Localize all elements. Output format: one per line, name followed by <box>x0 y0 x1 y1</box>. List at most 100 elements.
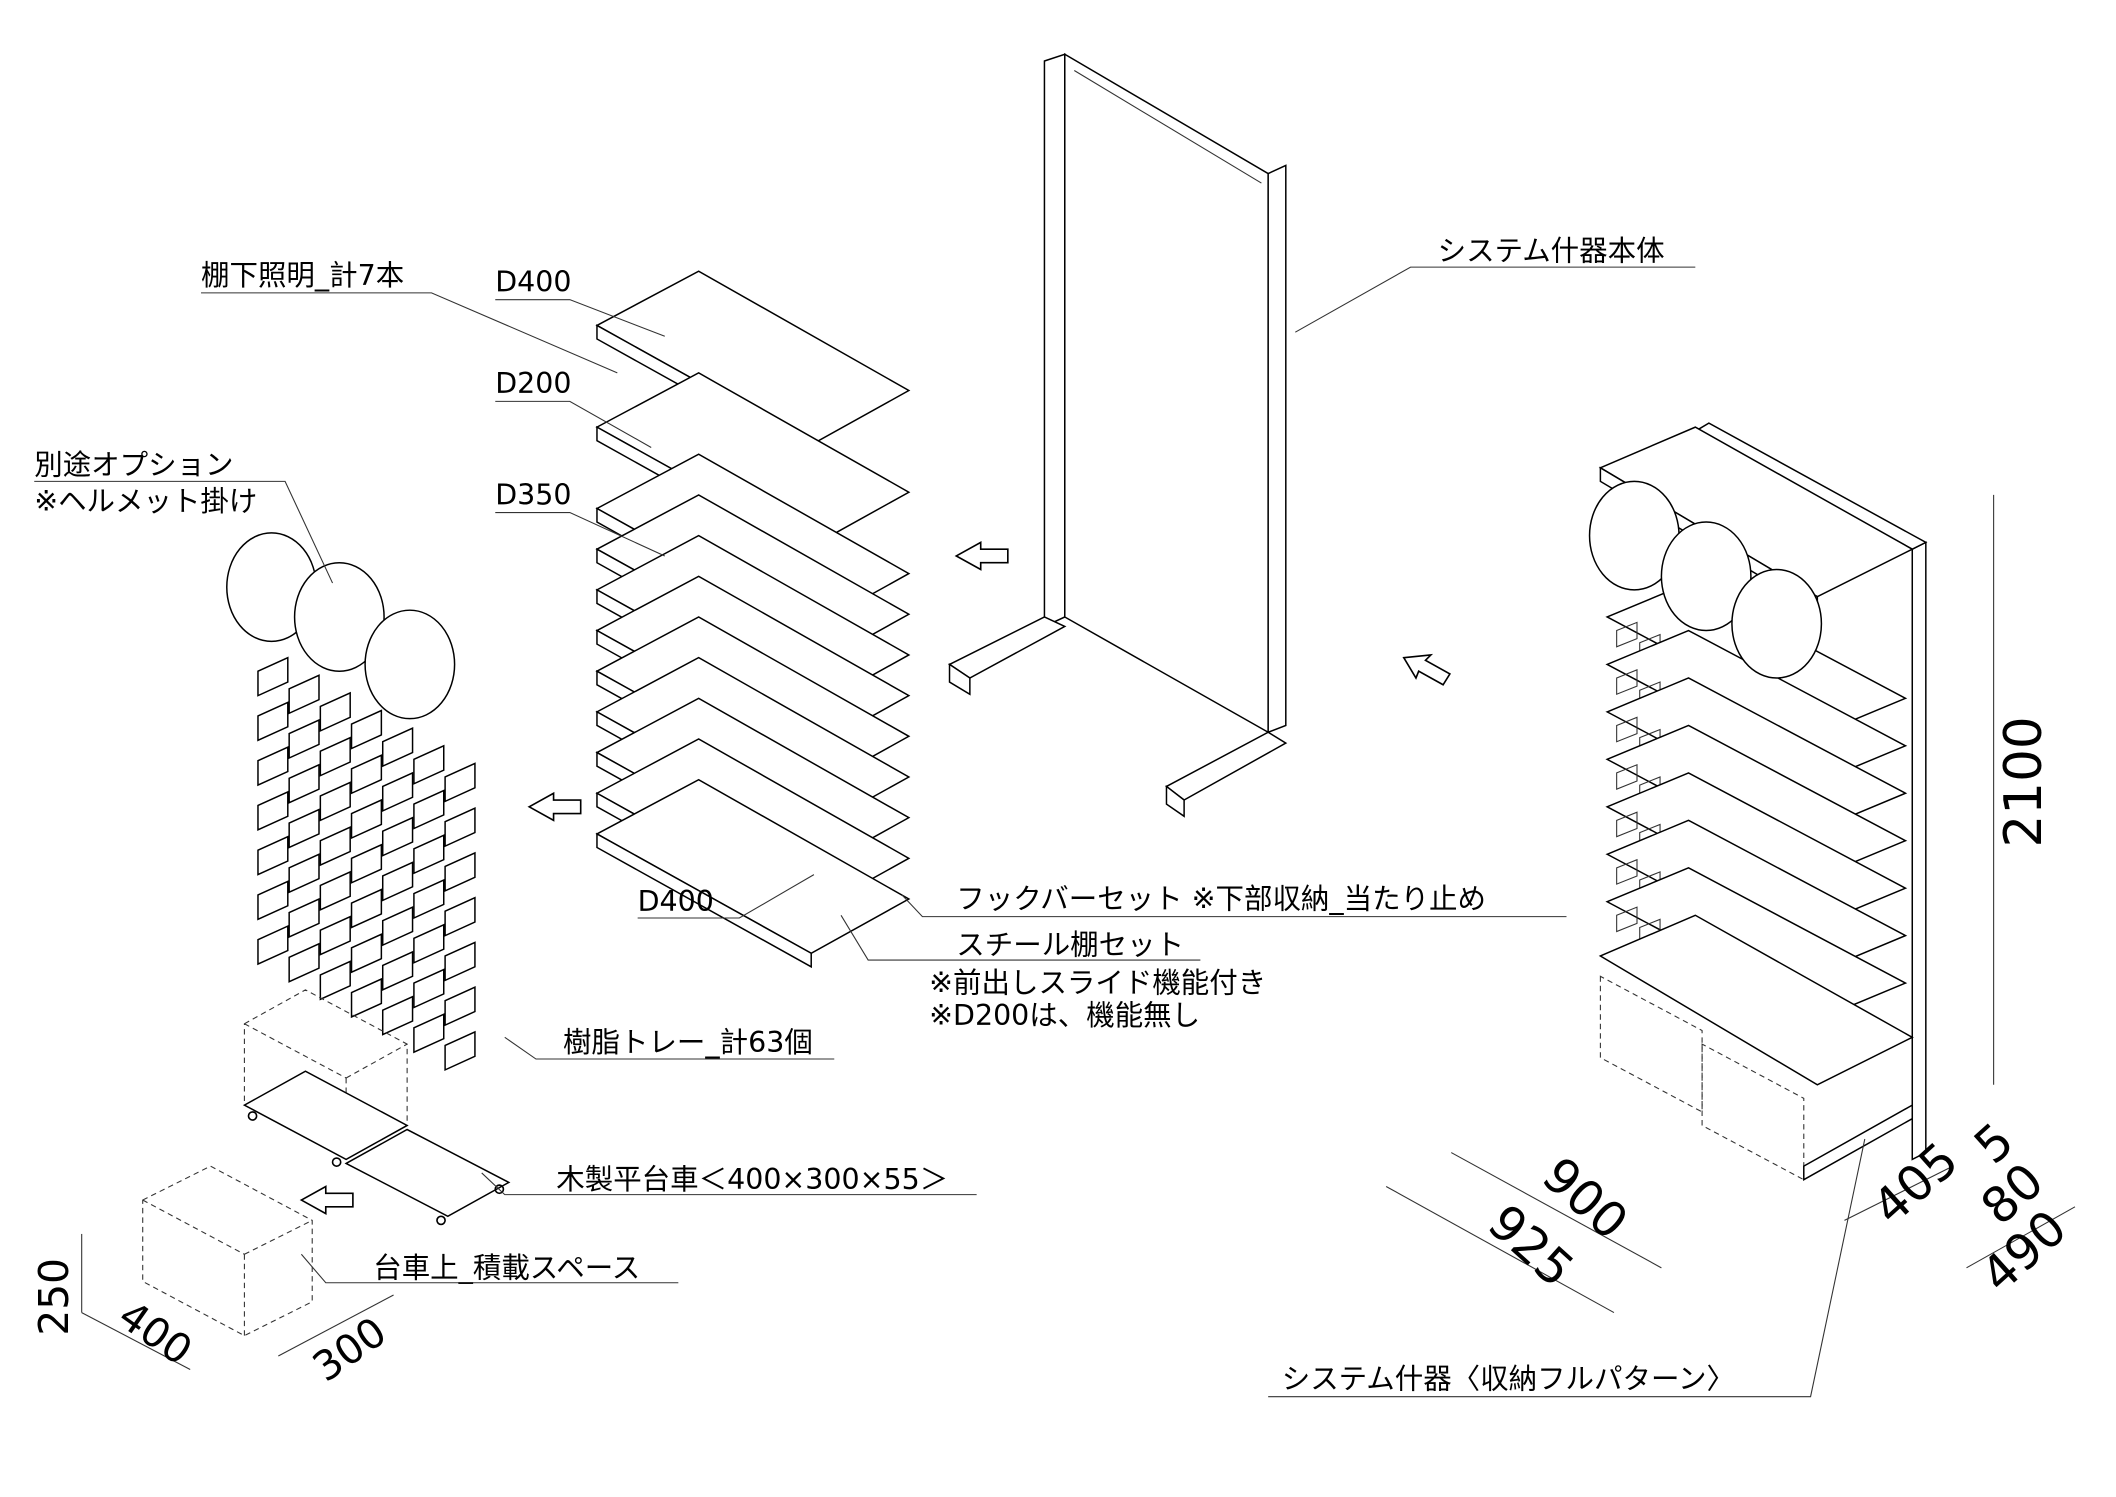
label-steel-note2: ※D200は、機能無し <box>929 999 1200 1032</box>
resin-tray <box>381 905 414 947</box>
resin-tray <box>444 807 476 848</box>
leader-system-full <box>1268 1138 1866 1398</box>
leader-helmet <box>34 480 334 584</box>
label-helmet-hook: ※ヘルメット掛け <box>34 485 257 518</box>
label-system-full: システム什器〈収納フルパターン〉 <box>1282 1363 1735 1396</box>
system-full-assembly <box>1588 422 1928 1181</box>
resin-tray <box>381 727 414 768</box>
resin-tray <box>350 977 383 1019</box>
resin-tray <box>350 709 383 750</box>
resin-tray <box>350 933 383 974</box>
resin-tray <box>444 896 476 937</box>
resin-tray <box>350 754 383 795</box>
cart-load-space <box>142 1165 313 1337</box>
wooden-cart-with-space <box>242 989 511 1226</box>
dim-cart-height: 250 <box>30 1258 78 1336</box>
assembled-tray <box>1616 716 1638 743</box>
resin-tray <box>288 718 320 760</box>
resin-tray <box>319 915 351 956</box>
resin-tray <box>257 924 289 966</box>
shelf-front <box>596 832 812 969</box>
resin-tray <box>350 888 383 929</box>
dim-cart-width: 400 <box>110 1291 201 1375</box>
helmet-hooks-left <box>226 532 456 720</box>
label-system-body: システム什器本体 <box>1438 234 1665 267</box>
resin-tray <box>319 736 351 777</box>
label-hook-bar-set: フックバーセット ※下部収納_当たり止め <box>956 883 1486 916</box>
resin-tray <box>319 825 351 867</box>
assembled-tray <box>1616 763 1638 790</box>
label-steel-note1: ※前出しスライド機能付き <box>929 967 1266 1000</box>
resin-tray <box>350 843 383 884</box>
resin-tray <box>319 870 351 912</box>
label-d400-top: D400 <box>495 266 571 299</box>
resin-tray <box>413 1013 445 1054</box>
assembled-tray <box>1616 669 1638 696</box>
resin-tray <box>257 835 289 876</box>
resin-tray <box>288 897 320 939</box>
resin-tray <box>444 762 476 803</box>
resin-tray <box>288 808 320 849</box>
label-under-shelf-lighting: 棚下照明_計7本 <box>201 259 404 292</box>
resin-tray <box>288 942 320 983</box>
leader-system-body <box>1295 266 1696 333</box>
leader-wooden-cart <box>481 1172 977 1196</box>
resin-tray <box>444 941 476 982</box>
resin-tray <box>413 834 445 875</box>
resin-tray <box>413 878 445 920</box>
resin-tray <box>257 656 289 697</box>
dim-height-2100: 2100 <box>1994 716 2054 847</box>
resin-tray <box>381 816 414 857</box>
label-cart-space: 台車上_積載スペース <box>373 1251 640 1284</box>
label-steel-shelf-set: スチール棚セット <box>956 929 1184 962</box>
resin-tray <box>381 995 414 1036</box>
leader-hook-bar <box>901 894 1567 918</box>
leader-lighting <box>201 292 618 374</box>
label-resin-tray: 樹脂トレー_計63個 <box>563 1026 813 1059</box>
leader-d200 <box>495 400 652 448</box>
leader-d400-bottom <box>637 874 815 919</box>
resin-tray <box>257 880 289 921</box>
leader-d350 <box>495 512 665 557</box>
resin-tray <box>288 763 320 804</box>
resin-tray <box>257 701 289 742</box>
label-wooden-cart: 木製平台車＜400×300×55＞ <box>556 1163 948 1196</box>
assembled-tray <box>1616 811 1638 838</box>
resin-tray <box>319 781 351 822</box>
label-d400-bottom: D400 <box>638 885 714 918</box>
resin-tray-grid <box>257 656 476 1072</box>
system-frame-body <box>948 52 1288 818</box>
assembly-arrows <box>299 541 1452 1215</box>
resin-tray <box>413 968 445 1009</box>
assembled-tray <box>1616 858 1638 885</box>
resin-tray <box>381 771 414 813</box>
resin-tray <box>288 853 320 894</box>
resin-tray <box>413 923 445 964</box>
leader-d400-top <box>495 299 665 337</box>
leader-steel-shelf <box>840 915 1201 961</box>
resin-tray <box>444 1030 476 1072</box>
dim-depth-405: 405 <box>1862 1131 1969 1236</box>
resin-tray <box>288 674 320 715</box>
resin-tray <box>413 789 445 830</box>
resin-tray <box>381 861 414 902</box>
label-d200: D200 <box>495 367 571 400</box>
resin-tray <box>444 985 476 1027</box>
resin-tray <box>413 744 445 785</box>
resin-tray <box>350 798 383 840</box>
assembled-tray <box>1616 621 1638 648</box>
dim-cart-depth: 300 <box>304 1307 395 1391</box>
assembled-tray <box>1616 906 1638 933</box>
resin-tray <box>444 851 476 893</box>
dimension-lines <box>81 494 2076 1371</box>
resin-tray <box>257 790 289 832</box>
resin-tray <box>257 745 289 787</box>
label-d350: D350 <box>495 478 571 511</box>
steel-shelf-stack <box>595 270 911 969</box>
resin-tray <box>319 960 351 1001</box>
label-option: 別途オプション <box>34 449 233 482</box>
resin-tray <box>381 950 414 992</box>
resin-tray <box>319 691 351 733</box>
leader-cart-space <box>300 1253 679 1284</box>
